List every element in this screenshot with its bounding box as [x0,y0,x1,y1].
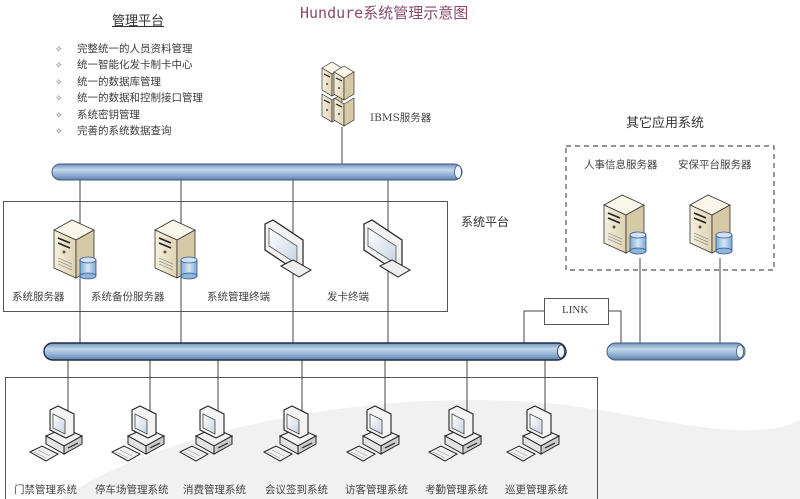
subsystem-label: 会议签到系统 [265,484,328,496]
subsystem-label: 访客管理系统 [345,484,408,496]
top-network-bus [51,163,463,181]
feature-item: ✧完善的系统数据查询 [55,124,203,140]
subsystem-label: 停车场管理系统 [95,484,169,496]
card-issuing-terminal-label: 发卡终端 [327,291,369,303]
feature-item: ✧完整统一的人员资料管理 [55,42,203,58]
server-database-icon [53,219,97,280]
main-network-bus [43,342,567,361]
system-server-label: 系统服务器 [12,291,65,303]
watermark-swoosh [60,400,800,499]
server-database-icon [689,194,733,255]
system-platform-heading: 系统平台 [461,215,510,229]
server-database-icon [154,219,198,280]
other-systems-frame [565,145,775,271]
server-cluster-icon [321,61,355,127]
feature-item: ✧系统密钥管理 [55,108,203,124]
hr-server-label: 人事信息服务器 [584,159,658,171]
link-box [544,298,609,325]
monitor-icon [264,219,312,278]
monitor-icon [363,219,411,278]
ibms-server-label: IBMS服务器 [370,112,432,124]
server-database-icon [603,194,647,255]
feature-item: ✧统一的数据和控制接口管理 [55,91,203,107]
subsystem-label: 巡更管理系统 [505,484,568,496]
management-terminal-label: 系统管理终端 [207,291,270,303]
link-label: LINK [562,304,589,316]
diagram-title: Hundure系统管理示意图 [300,4,469,22]
management-platform-heading: 管理平台 [112,14,165,29]
bullet-icon: ✧ [55,61,63,72]
other-systems-bus [606,342,746,361]
subsystem-label: 门禁管理系统 [14,484,77,496]
bullet-icon: ✧ [55,110,63,121]
bullet-icon: ✧ [55,77,63,88]
security-server-label: 安保平台服务器 [678,159,752,171]
bullet-icon: ✧ [55,127,63,138]
feature-item: ✧统一的数据库管理 [55,75,203,91]
feature-item: ✧统一智能化发卡制卡中心 [55,58,203,74]
backup-server-label: 系统备份服务器 [91,291,165,303]
other-systems-heading: 其它应用系统 [626,116,705,131]
subsystem-label: 考勤管理系统 [425,484,488,496]
subsystem-label: 消费管理系统 [183,484,246,496]
bullet-icon: ✧ [55,45,63,55]
system-platform-frame [3,201,448,312]
bullet-icon: ✧ [55,94,63,105]
workstation-icon [29,405,83,462]
management-feature-list: ✧完整统一的人员资料管理 ✧统一智能化发卡制卡中心 ✧统一的数据库管理 ✧统一的… [55,42,203,140]
